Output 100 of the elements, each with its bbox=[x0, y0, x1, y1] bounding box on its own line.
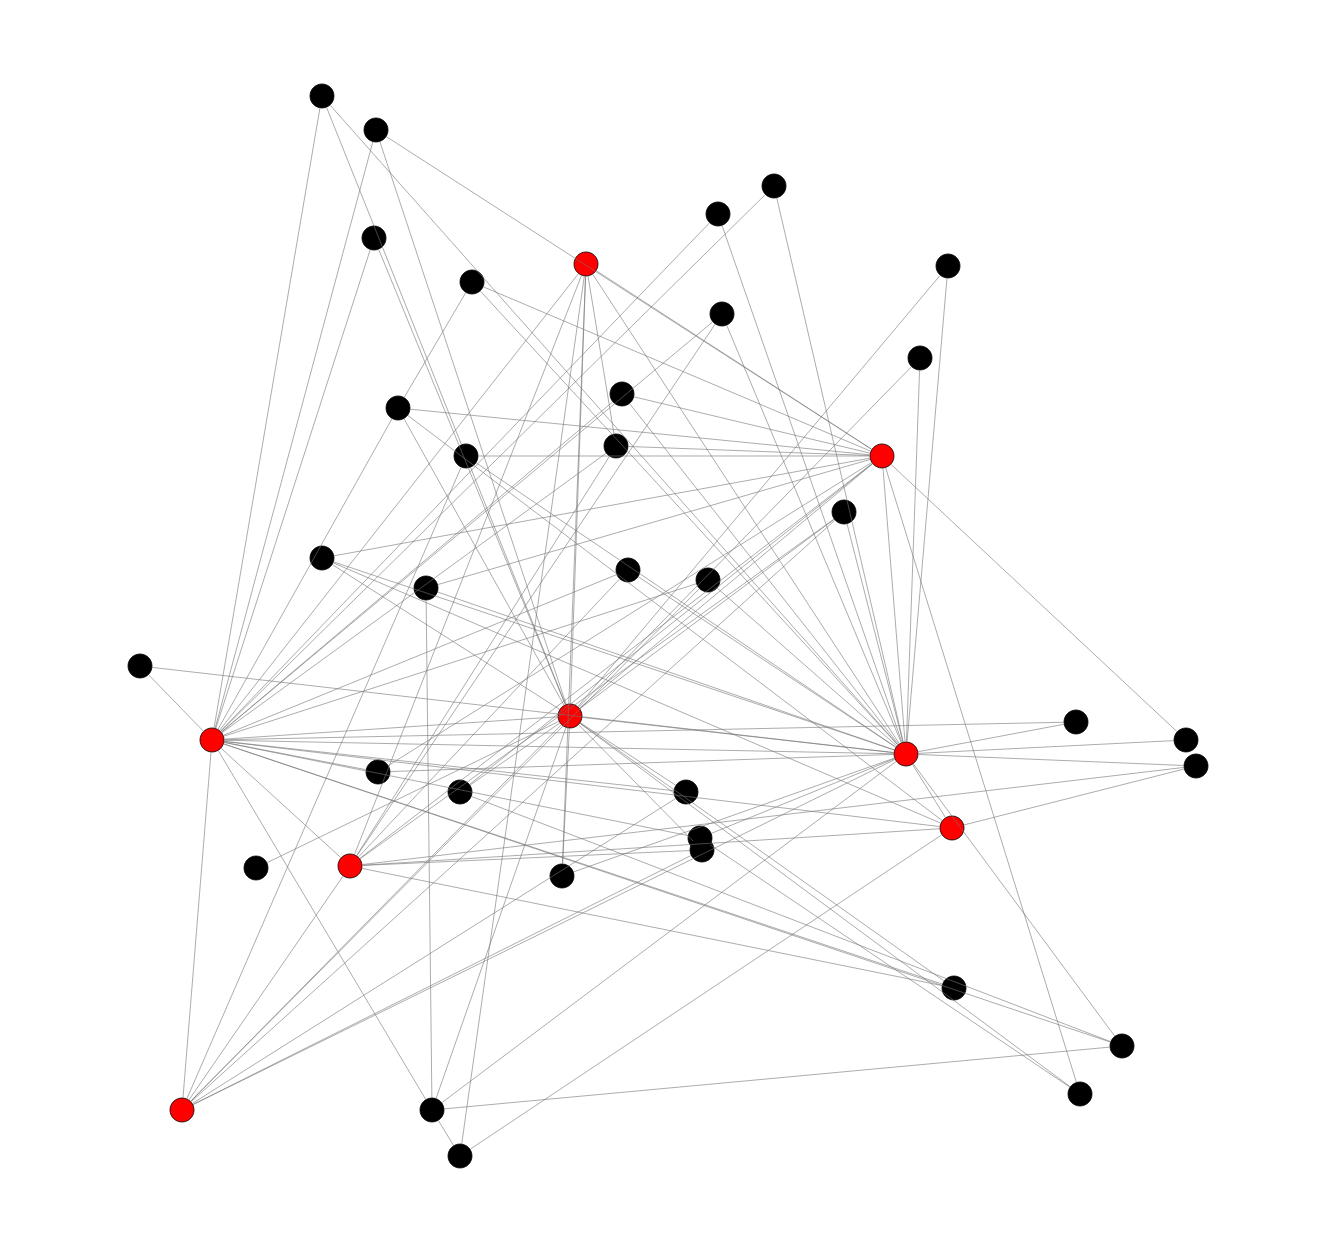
connector-line bbox=[578, 366, 912, 708]
connector-line bbox=[359, 518, 835, 860]
connector-line bbox=[882, 468, 906, 742]
connector-line bbox=[379, 141, 567, 705]
network-node bbox=[447, 1143, 473, 1169]
connector-line bbox=[918, 740, 1174, 754]
connector-line bbox=[444, 1046, 1110, 1110]
connector-line bbox=[579, 519, 835, 709]
connector-line bbox=[629, 403, 899, 745]
network-node bbox=[705, 201, 731, 227]
network-node bbox=[1183, 753, 1209, 779]
network-node bbox=[609, 381, 635, 407]
connector-line bbox=[776, 197, 904, 743]
connector-line bbox=[332, 564, 560, 710]
connector-line bbox=[633, 396, 871, 454]
connector-line bbox=[223, 743, 943, 985]
connector-line bbox=[221, 453, 607, 733]
connector-line bbox=[329, 104, 899, 745]
connector-line bbox=[214, 141, 374, 729]
connector-line bbox=[219, 273, 579, 731]
network-node bbox=[831, 499, 857, 525]
connector-line bbox=[579, 723, 1071, 1087]
network-node bbox=[337, 853, 363, 879]
network-node bbox=[689, 837, 715, 863]
network-node bbox=[761, 173, 787, 199]
connector-line bbox=[846, 523, 904, 743]
network-node bbox=[419, 1097, 445, 1123]
network-node bbox=[549, 863, 575, 889]
connector-line bbox=[223, 583, 697, 737]
connector-line bbox=[388, 462, 872, 766]
connector-line bbox=[361, 868, 943, 986]
connector-line bbox=[912, 764, 946, 818]
connector-line bbox=[192, 759, 896, 1105]
network-node bbox=[893, 741, 919, 767]
connector-line bbox=[437, 459, 871, 585]
network-node bbox=[309, 545, 335, 571]
connector-line bbox=[478, 455, 870, 457]
connector-line bbox=[326, 107, 462, 445]
connector-line bbox=[906, 370, 920, 742]
network-node bbox=[1173, 727, 1199, 753]
connector-line bbox=[224, 739, 894, 755]
connector-line bbox=[579, 722, 945, 982]
network-node bbox=[695, 567, 721, 593]
connector-line bbox=[480, 290, 898, 746]
connector-line bbox=[579, 463, 873, 709]
connector-line bbox=[587, 275, 615, 435]
connector-line bbox=[721, 225, 903, 743]
connector-line bbox=[441, 761, 897, 1103]
connector-line bbox=[710, 844, 1071, 1088]
connector-line bbox=[390, 754, 894, 772]
network-node bbox=[363, 117, 389, 143]
connector-line bbox=[362, 828, 940, 866]
connector-line bbox=[913, 763, 1115, 1037]
connector-line bbox=[470, 834, 942, 1150]
connector-line bbox=[224, 716, 558, 740]
network-node bbox=[385, 395, 411, 421]
connector-line bbox=[403, 418, 565, 706]
connector-line bbox=[592, 274, 900, 744]
connector-line bbox=[470, 467, 566, 705]
connector-line bbox=[362, 850, 690, 866]
network-node bbox=[309, 83, 335, 109]
connector-line bbox=[475, 462, 897, 748]
connector-line bbox=[186, 467, 462, 1099]
network-node bbox=[1063, 709, 1089, 735]
network-node bbox=[673, 779, 699, 805]
connector-line bbox=[471, 796, 1111, 1042]
network-node bbox=[365, 759, 391, 785]
connector-line bbox=[220, 748, 342, 858]
connector-line bbox=[717, 587, 897, 747]
connector-line bbox=[362, 767, 1184, 865]
connector-line bbox=[192, 798, 676, 1104]
connector-line bbox=[359, 463, 873, 859]
network-node bbox=[169, 1097, 195, 1123]
connector-line bbox=[224, 741, 940, 827]
connector-line bbox=[906, 278, 948, 742]
connector-line bbox=[577, 275, 941, 707]
connector-line bbox=[148, 674, 204, 732]
connector-line bbox=[218, 750, 426, 1100]
connector-line bbox=[354, 275, 582, 855]
connector-line bbox=[333, 562, 941, 824]
connector-line bbox=[596, 270, 872, 450]
connector-line bbox=[573, 757, 895, 873]
connector-line bbox=[580, 722, 676, 786]
network-node bbox=[935, 253, 961, 279]
network-node bbox=[869, 443, 895, 469]
connector-line bbox=[562, 728, 570, 864]
connector-line bbox=[221, 401, 613, 733]
connector-line bbox=[356, 323, 716, 856]
connector-line bbox=[190, 724, 562, 1102]
connector-line bbox=[638, 576, 896, 748]
connector-line bbox=[483, 286, 871, 452]
network-node bbox=[709, 301, 735, 327]
connector-line bbox=[410, 408, 870, 456]
connector-line bbox=[963, 768, 1185, 826]
network-node bbox=[573, 251, 599, 277]
connector-line bbox=[438, 1120, 454, 1146]
connector-line bbox=[223, 742, 689, 836]
connector-line bbox=[188, 875, 344, 1101]
connector-line bbox=[726, 325, 902, 743]
network-node bbox=[939, 815, 965, 841]
